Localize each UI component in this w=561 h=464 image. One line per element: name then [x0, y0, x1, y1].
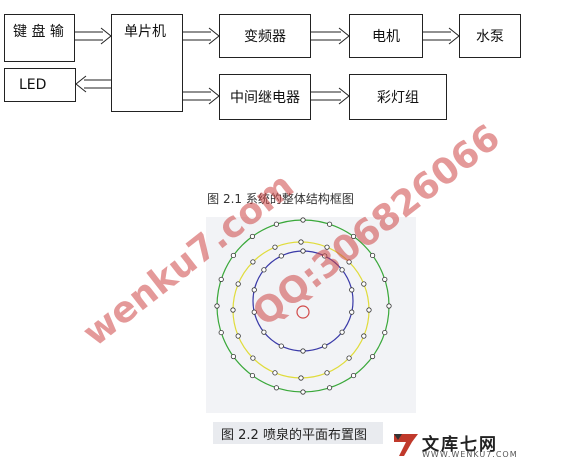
nozzle-ring-1	[218, 276, 224, 283]
wenku7-logo: 文库七网 WWW.WENKU7.COM	[392, 430, 557, 460]
block-inverter-label: 变频器	[244, 29, 286, 45]
nozzle-ring-3	[322, 343, 328, 349]
block-keyboard: 键 盘 输	[4, 14, 75, 62]
nozzle-ring-1	[300, 217, 306, 223]
block-mcu: 单片机	[111, 14, 183, 112]
block-inverter: 变频器	[219, 14, 311, 58]
nozzle-ring-2	[346, 259, 352, 265]
block-motor: 电机	[349, 14, 423, 58]
nozzle-ring-3	[349, 287, 355, 293]
logo-text: 文库七网	[422, 435, 498, 455]
block-keyboard-label: 键 盘 输	[13, 24, 64, 40]
nozzle-ring-1	[369, 353, 376, 360]
nozzle-ring-1	[382, 276, 388, 283]
nozzle-ring-1	[230, 252, 237, 259]
block-lights: 彩灯组	[349, 74, 447, 120]
block-relay: 中间继电器	[219, 74, 311, 120]
logo-7-icon	[394, 434, 418, 456]
nozzle-ring-3	[349, 309, 355, 315]
fountain-ring-4	[296, 305, 310, 319]
nozzle-ring-1	[350, 233, 357, 240]
nozzle-ring-2	[361, 281, 367, 287]
nozzle-ring-2	[230, 307, 236, 313]
nozzle-ring-1	[386, 303, 392, 309]
nozzle-ring-1	[218, 329, 224, 336]
block-led-label: LED	[19, 77, 47, 93]
nozzle-ring-3	[278, 253, 284, 259]
nozzle-ring-3	[278, 343, 284, 349]
figure-2-1-caption: 图 2.1 系统的整体结构框图	[207, 192, 354, 206]
nozzle-ring-3	[339, 267, 345, 273]
nozzle-ring-1	[382, 329, 388, 336]
nozzle-ring-3	[261, 329, 267, 335]
nozzle-ring-3	[300, 248, 306, 254]
nozzle-ring-2	[346, 355, 352, 361]
nozzle-ring-1	[326, 385, 333, 391]
nozzle-ring-1	[369, 252, 376, 259]
nozzle-ring-3	[339, 329, 345, 335]
nozzle-ring-1	[214, 303, 220, 309]
nozzle-ring-2	[324, 244, 330, 250]
block-mcu-label: 单片机	[124, 24, 166, 40]
nozzle-ring-1	[230, 353, 237, 360]
block-lights-label: 彩灯组	[377, 90, 419, 106]
nozzle-ring-2	[235, 281, 241, 287]
nozzle-ring-1	[273, 221, 280, 227]
nozzle-ring-1	[249, 233, 256, 240]
nozzle-ring-3	[261, 267, 267, 273]
nozzle-ring-2	[250, 355, 256, 361]
nozzle-ring-1	[326, 221, 333, 227]
nozzle-ring-2	[272, 244, 278, 250]
nozzle-ring-2	[250, 259, 256, 265]
fountain-plan-background	[206, 217, 416, 413]
block-led: LED	[4, 68, 76, 102]
nozzle-ring-1	[273, 385, 280, 391]
nozzle-ring-2	[272, 370, 278, 376]
block-pump-label: 水泵	[476, 29, 504, 45]
nozzle-ring-2	[235, 333, 241, 339]
nozzle-ring-1	[249, 372, 256, 379]
figure-2-2-caption: 图 2.2 喷泉的平面布置图	[213, 422, 383, 444]
logo-url: WWW.WENKU7.COM	[422, 450, 518, 459]
nozzle-ring-2	[366, 307, 372, 313]
nozzle-ring-2	[361, 333, 367, 339]
nozzle-ring-3	[300, 348, 306, 354]
nozzle-ring-2	[298, 239, 304, 245]
nozzle-ring-3	[322, 253, 328, 259]
nozzle-ring-2	[298, 375, 304, 381]
nozzle-ring-2	[324, 370, 330, 376]
nozzle-ring-1	[300, 389, 306, 395]
nozzle-ring-3	[251, 309, 257, 315]
block-motor-label: 电机	[372, 29, 400, 45]
nozzle-ring-3	[251, 287, 257, 293]
nozzle-ring-1	[350, 372, 357, 379]
block-relay-label: 中间继电器	[230, 90, 300, 106]
block-pump: 水泵	[459, 14, 521, 58]
arrow-mcu-to-led	[75, 75, 111, 93]
